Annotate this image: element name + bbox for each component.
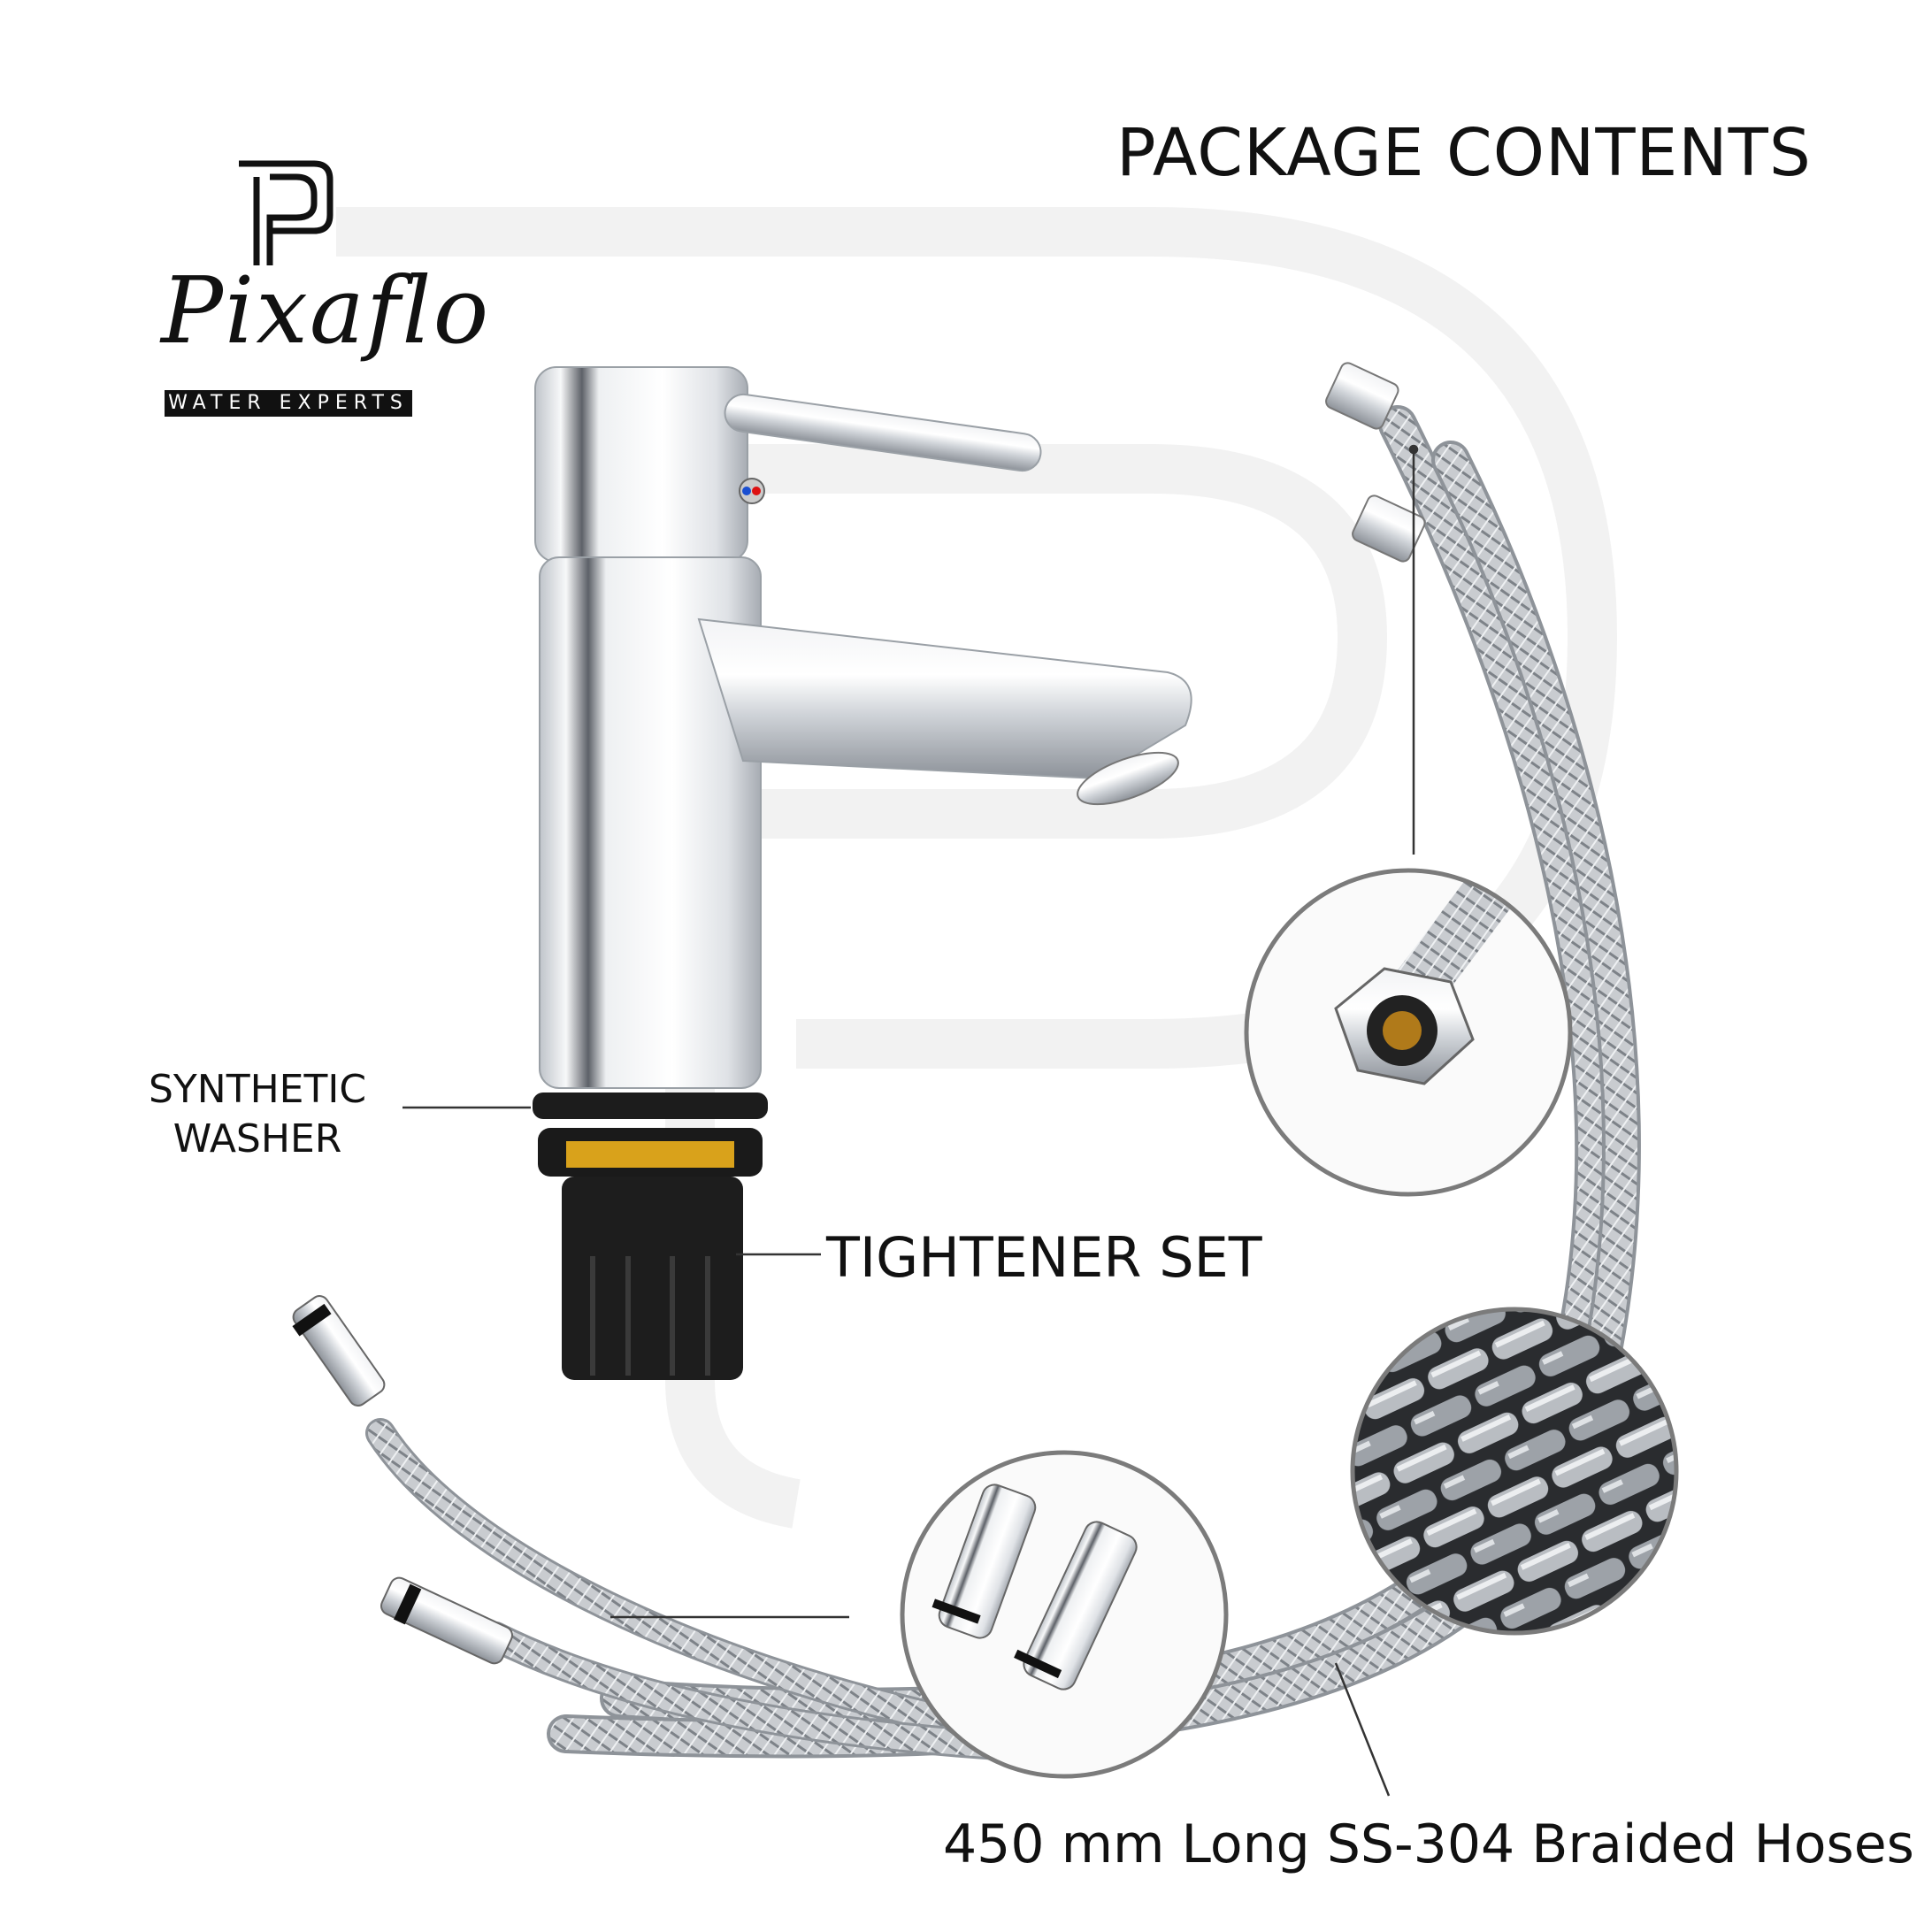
braid-weave-zoom (1350, 1307, 1679, 1636)
tightener-set-label: TIGHTENER SET (826, 1225, 1262, 1290)
synthetic-washer-label: SYNTHETIC WASHER (149, 1065, 366, 1164)
synthetic-washer-label-line2: WASHER (172, 1116, 342, 1162)
callout-leader-lines (402, 444, 1419, 1797)
braided-hoses-label: 450 mm Long SS-304 Braided Hoses (943, 1813, 1914, 1875)
hose-nut-icon (1325, 362, 1426, 563)
brand-tagline: WATER EXPERTS (165, 390, 412, 417)
page-title: PACKAGE CONTENTS (1116, 115, 1812, 191)
brand-name: Pixaflo (161, 257, 491, 364)
short-hose-connector-icon (292, 1295, 513, 1665)
basin-mixer-faucet (533, 366, 1192, 1380)
synthetic-washer-label-line1: SYNTHETIC (149, 1067, 367, 1112)
threaded-connector-zoom (900, 1450, 1229, 1779)
short-braided-hose (365, 1418, 1041, 1762)
p-monogram-logo-icon (239, 160, 334, 265)
